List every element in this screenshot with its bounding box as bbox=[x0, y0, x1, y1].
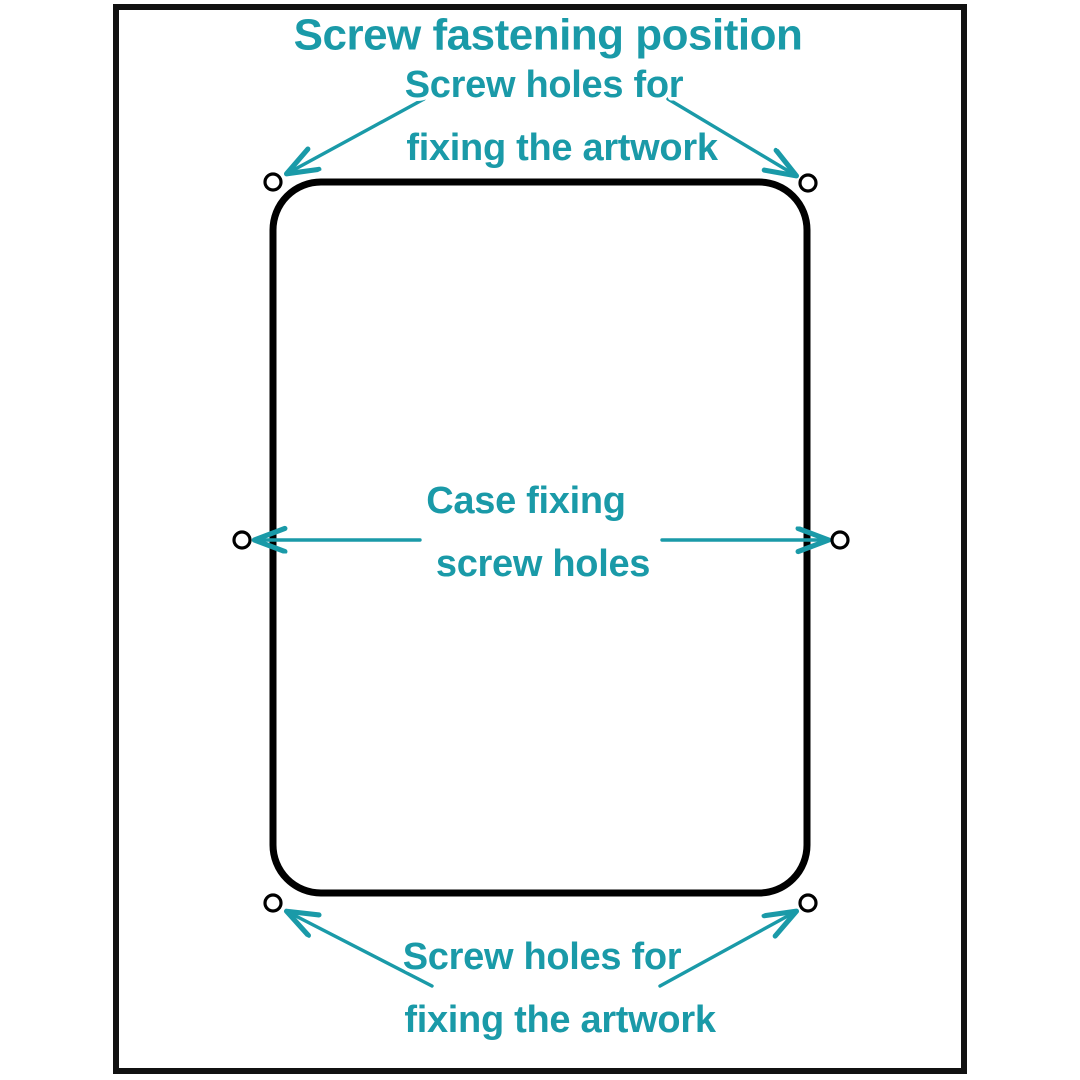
bottom-right-artwork-hole bbox=[798, 893, 818, 913]
top-right-artwork-hole bbox=[798, 173, 818, 193]
middle-right-case-hole bbox=[830, 530, 850, 550]
middle-left-case-hole bbox=[232, 530, 252, 550]
leader-bottom-right bbox=[658, 912, 795, 988]
bottom-callout-line-2: fixing the artwork bbox=[404, 999, 716, 1041]
diagram-title: Screw fastening position bbox=[294, 11, 803, 60]
center-callout-line-1: Case fixing bbox=[426, 480, 625, 522]
top-callout-line-2: fixing the artwork bbox=[406, 127, 718, 169]
center-callout-line-2: screw holes bbox=[436, 543, 650, 585]
leader-top-right bbox=[666, 97, 795, 175]
leader-top-left bbox=[288, 97, 426, 173]
bottom-callout-line-1: Screw holes for bbox=[403, 936, 682, 978]
leader-bottom-left bbox=[288, 912, 434, 988]
top-callout-line-1: Screw holes for bbox=[405, 64, 684, 106]
top-left-artwork-hole bbox=[263, 172, 283, 192]
bottom-left-artwork-hole bbox=[263, 893, 283, 913]
